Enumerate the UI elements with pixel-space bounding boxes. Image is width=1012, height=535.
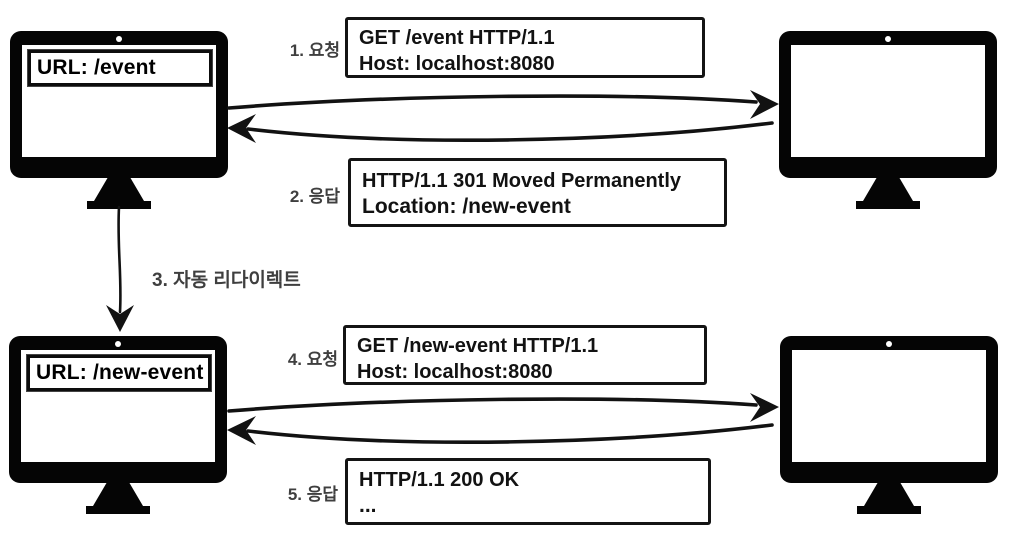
client-monitor-bottom: URL: /new-event: [9, 336, 227, 514]
request2-box: GET /new-event HTTP/1.1 Host: localhost:…: [343, 325, 707, 385]
monitor-bezel: [779, 31, 997, 178]
step2-label: 2. 응답: [289, 187, 340, 206]
server-monitor-top: [779, 31, 997, 209]
request-arrow-bottom: [227, 397, 758, 413]
camera-icon: [116, 36, 122, 42]
monitor-bezel: URL: /event: [10, 31, 228, 178]
monitor-screen: URL: /new-event: [21, 350, 215, 462]
url-bar: URL: /new-event: [26, 354, 212, 392]
monitor-stand-neck: [93, 483, 143, 506]
camera-icon: [115, 341, 121, 347]
request2-line1: GET /new-event HTTP/1.1: [357, 335, 599, 357]
monitor-stand-neck: [864, 483, 914, 506]
response2-line1: HTTP/1.1 200 OK: [359, 469, 520, 491]
monitor-screen: [792, 350, 986, 462]
monitor-bezel: [780, 336, 998, 483]
request1-line1: GET /event HTTP/1.1: [359, 27, 555, 49]
request2-line2: Host: localhost:8080: [357, 361, 553, 383]
step4-label: 4. 요청: [287, 350, 338, 369]
step5-label: 5. 응답: [287, 485, 338, 504]
response-arrow-bottom: [246, 423, 774, 444]
monitor-stand-base: [87, 201, 151, 209]
response-arrowhead-bottom: [227, 416, 256, 445]
monitor-screen: [791, 45, 985, 157]
new-event-path: /new-event: [403, 335, 508, 357]
monitor-bezel: URL: /new-event: [9, 336, 227, 483]
response2-line2: ...: [359, 494, 377, 517]
monitor-stand-base: [857, 506, 921, 514]
redirect-arrowhead: [106, 305, 134, 332]
monitor-stand-neck: [863, 178, 913, 201]
url-bar: URL: /event: [27, 49, 213, 87]
server-monitor-bottom: [780, 336, 998, 514]
step3-label: 3. 자동 리다이렉트: [152, 270, 301, 291]
client-monitor-top: URL: /event: [10, 31, 228, 209]
request1-line2: Host: localhost:8080: [359, 53, 555, 75]
monitor-stand-base: [856, 201, 920, 209]
response1-line2: Location: /new-event: [362, 195, 571, 218]
response-arrowhead-top: [227, 114, 256, 143]
response1-line1: HTTP/1.1 301 Moved Permanently: [362, 170, 682, 192]
status-code-200: 200: [450, 469, 484, 491]
response2-box: HTTP/1.1 200 OK ...: [345, 458, 711, 525]
url-text: URL: /event: [37, 56, 156, 79]
response-arrow-top: [246, 121, 774, 142]
request-arrowhead-top: [750, 90, 779, 119]
camera-icon: [886, 341, 892, 347]
monitor-stand-neck: [94, 178, 144, 201]
monitor-screen: URL: /event: [22, 45, 216, 157]
request-arrowhead-bottom: [750, 393, 779, 422]
status-code-301: 301: [453, 170, 487, 192]
response1-box: HTTP/1.1 301 Moved Permanently Location:…: [348, 158, 727, 227]
redirect-arrow: [117, 205, 122, 314]
request-arrow-top: [227, 94, 758, 110]
step1-label: 1. 요청: [289, 41, 340, 60]
url-text: URL: /new-event: [36, 361, 204, 384]
camera-icon: [885, 36, 891, 42]
request1-box: GET /event HTTP/1.1 Host: localhost:8080: [345, 17, 705, 78]
monitor-stand-base: [86, 506, 150, 514]
